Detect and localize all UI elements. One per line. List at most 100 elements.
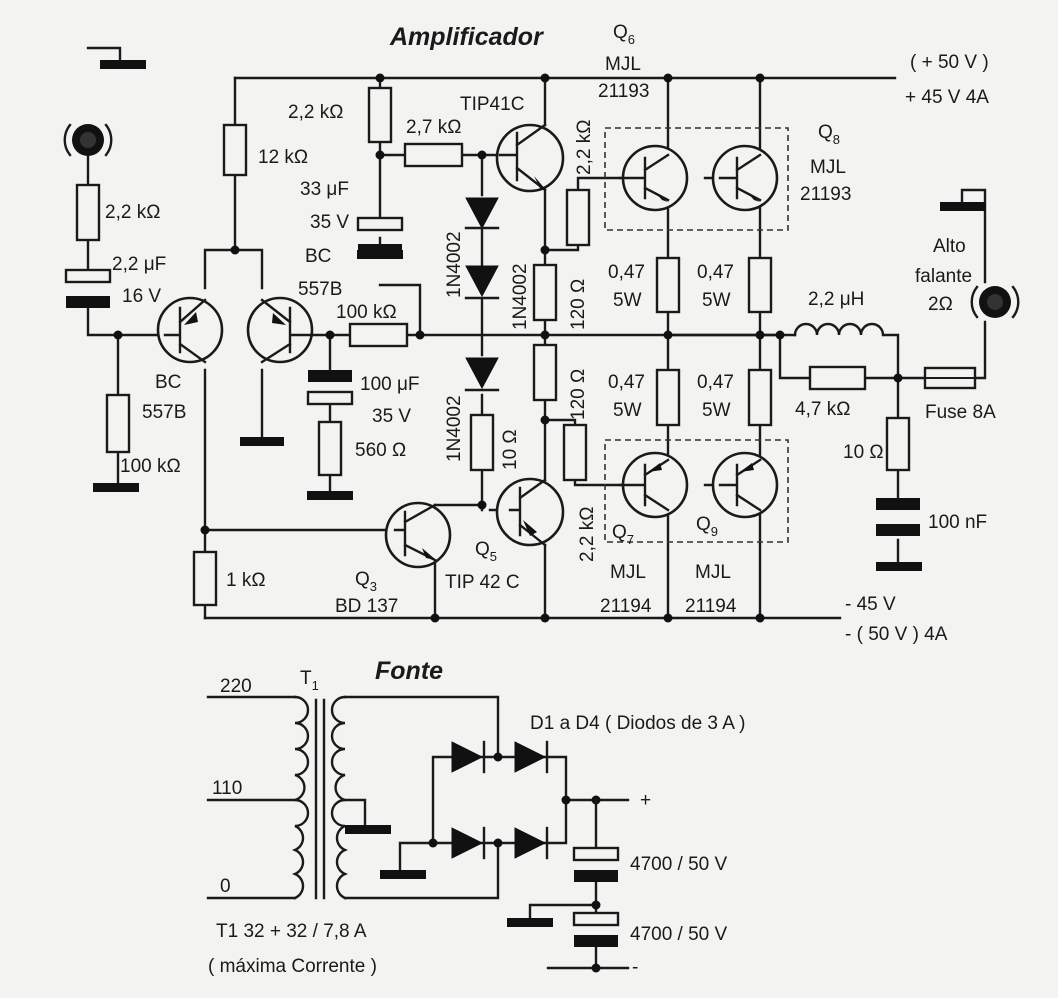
resistor-560 [317,420,343,477]
label-q4-type: TIP41C [460,94,524,115]
resistor-10-chain [469,413,495,472]
title-power-supply: Fonte [375,657,443,685]
label-q9: Q9 [696,514,718,539]
label-c-boot-voltage: 35 V [310,212,349,233]
label-re3-power: 5W [613,400,642,421]
label-r-input: 2,2 kΩ [105,202,160,223]
label-transformer-note: ( máxima Corrente ) [208,956,377,977]
label-speaker-impedance: 2Ω [928,294,953,315]
label-re2-value: 0,47 [697,262,734,283]
label-q6-type1: MJL [605,54,641,75]
label-re1-value: 0,47 [608,262,645,283]
diode-d3 [451,827,484,859]
diode-d2 [514,741,547,773]
resistor-re3 [655,368,681,427]
resistor-2k2-base-upper [565,188,591,247]
label-zobel-r: 10 Ω [843,442,884,463]
resistor-12k [222,123,248,177]
label-minus: - [632,957,638,978]
label-re4-value: 0,47 [697,372,734,393]
label-r-base-lower: 2,2 kΩ [577,507,598,562]
label-r-collector: 12 kΩ [258,147,308,168]
label-q8-type2: 21193 [800,184,851,205]
junction-dots [113,73,903,623]
resistor-120-lower [532,343,558,402]
label-r-base-q4: 2,7 kΩ [406,117,461,138]
cap-100nF [876,498,920,510]
label-zobel-c: 100 nF [928,512,987,533]
label-r-diode-chain: 10 Ω [500,429,521,470]
power-supply [206,695,630,973]
transistor-q8 [711,144,779,212]
resistor-100k [348,322,409,348]
label-re4-power: 5W [702,400,731,421]
label-r-feedback: 100 kΩ [336,302,397,323]
cap-4700-lower [572,911,620,927]
label-c-fb-voltage: 35 V [372,406,411,427]
label-re1-power: 5W [613,290,642,311]
label-r-bias: 100 kΩ [120,456,181,477]
label-c-input-voltage: 16 V [122,286,161,307]
label-q5: Q5 [475,539,497,564]
label-inductor: 2,2 μH [808,289,864,310]
label-r-parallel: 4,7 kΩ [795,399,850,420]
resistor-zobel [885,416,911,472]
label-q6: Q6 [613,22,635,47]
rail-negative-nominal: - ( 50 V ) 4A [845,624,948,645]
label-re2-power: 5W [702,290,731,311]
output-box-lower [604,439,789,543]
label-diode-2: 1N4002 [510,263,531,330]
label-q3-type: BD 137 [335,596,398,617]
label-cap-upper: 4700 / 50 V [630,854,728,875]
label-c-input: 2,2 μF [112,254,166,275]
diode-1n4002-2 [465,265,499,298]
label-plus: + [640,790,651,811]
cap-input-plus [64,268,112,284]
resistor-1k [192,550,218,607]
title-amplifier: Amplificador [389,23,544,51]
resistor-2k2-top [367,86,393,144]
label-speaker-1: Alto [933,236,966,257]
label-transformer-spec: T1 32 + 32 / 7,8 A [216,921,367,942]
label-c-fb: 100 μF [360,374,420,395]
resistors [75,86,977,607]
label-diode-3: 1N4002 [444,395,465,462]
cap-100uF [308,370,352,382]
label-q8-type1: MJL [810,157,846,178]
labels: Amplificador Fonte ( + 50 V ) + 45 V 4A … [105,22,996,978]
label-fuse: Fuse 8A [925,402,996,423]
label-q1-type1: BC [155,372,181,393]
label-q2-type2: 557B [298,279,342,300]
rail-positive-actual: + 45 V 4A [905,87,989,108]
transistor-q2 [246,296,314,364]
capacitors [64,216,920,536]
ground-symbols [93,60,986,571]
transistor-q4 [495,123,565,193]
label-speaker-2: falante [915,266,972,287]
transistor-q1 [156,296,224,364]
label-q6-type2: 21193 [598,81,649,102]
resistor-re2 [747,256,773,314]
diode-d4 [514,827,547,859]
inductor-2u2H [793,322,885,337]
label-tap-220: 220 [220,676,252,697]
label-tap-110: 110 [212,778,242,799]
bias-diodes [464,197,500,392]
rail-positive-nominal: ( + 50 V ) [910,52,989,73]
label-c-boot: 33 μF [300,179,349,200]
resistor-bias [105,393,131,454]
label-cap-lower: 4700 / 50 V [630,924,728,945]
label-tap-0: 0 [220,876,231,897]
label-r-lower: 120 Ω [568,369,589,420]
cap-33uF [356,216,404,232]
transistor-q6 [618,144,689,212]
label-q3: Q3 [355,569,377,594]
output-box-upper [604,127,789,231]
resistor-2k7 [403,142,464,168]
label-q7-type2: 21194 [600,596,652,617]
label-q8: Q8 [818,122,840,147]
label-r-emitter: 1 kΩ [226,570,266,591]
diode-d1 [451,741,484,773]
